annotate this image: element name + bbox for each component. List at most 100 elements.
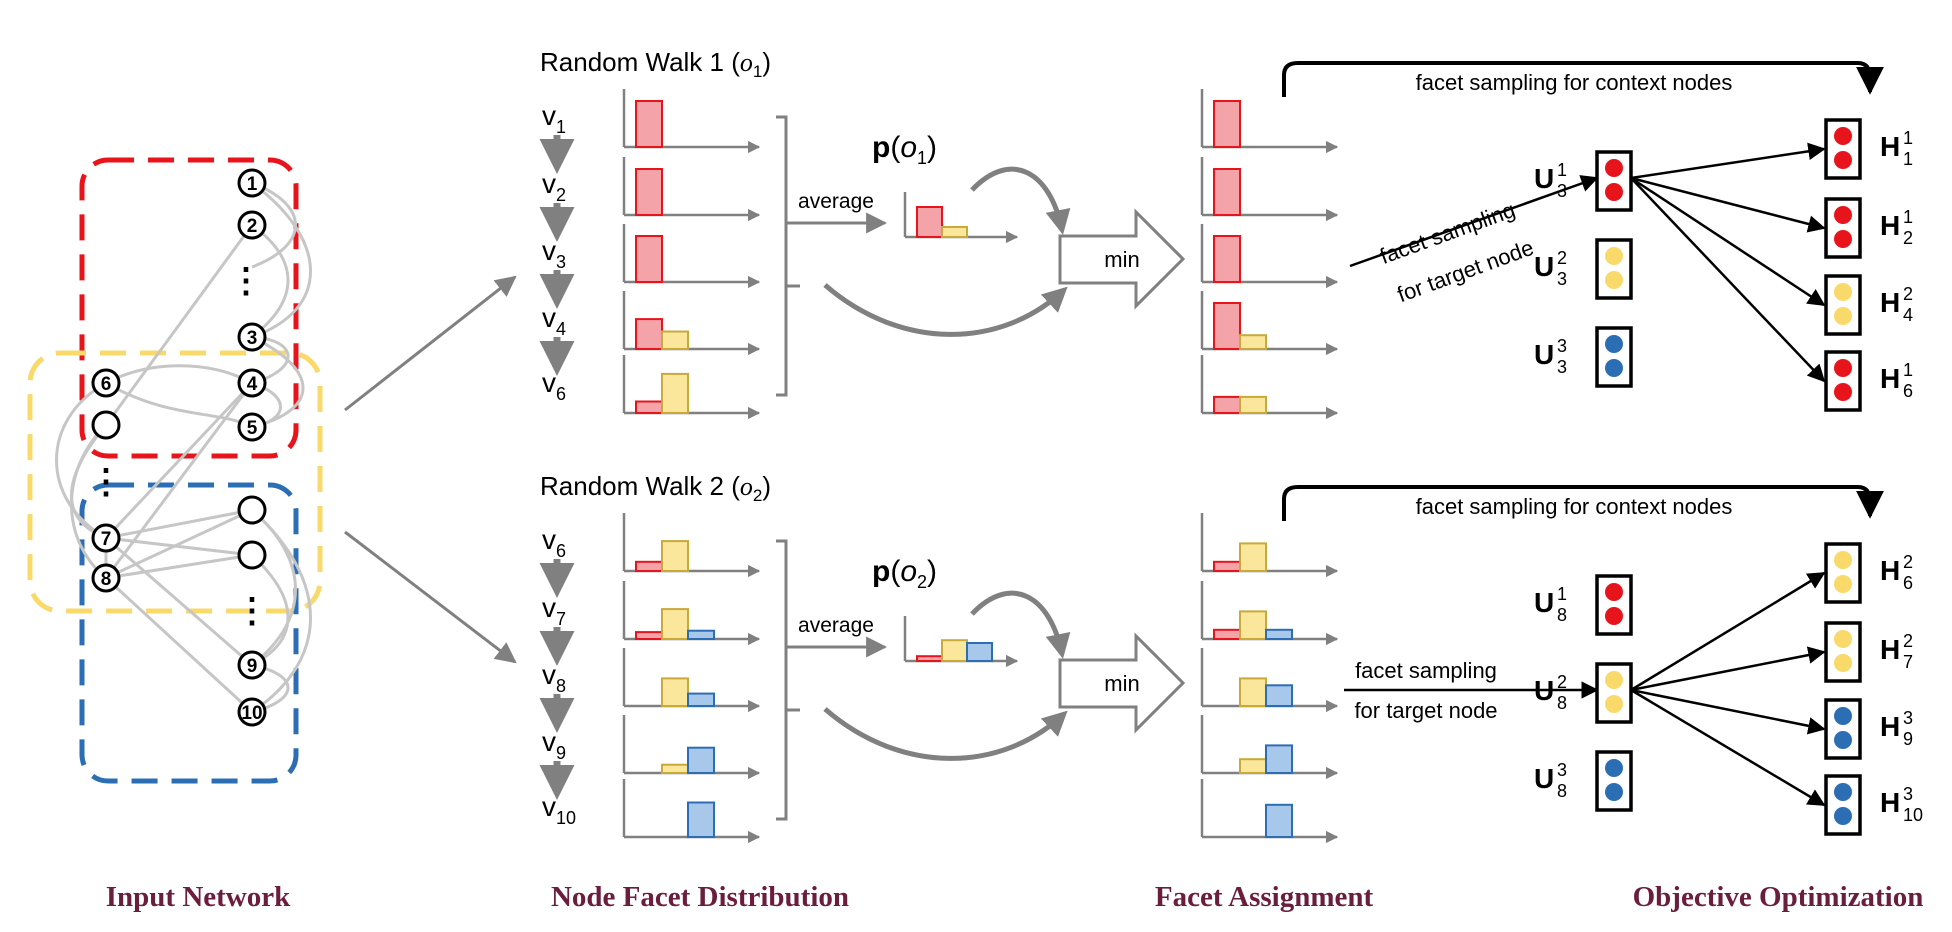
context-sampling-edge	[1630, 571, 1826, 692]
context-embedding-h-dot	[1834, 383, 1852, 401]
distribution-bar	[635, 168, 663, 216]
avg-to-min-arrow	[970, 166, 1071, 235]
walk-node-sub: 8	[556, 676, 566, 696]
p-close: )	[927, 555, 937, 588]
distribution-bar	[661, 608, 689, 640]
node-embedding-u-dot	[1605, 247, 1623, 265]
walk-node-label: v9	[542, 726, 566, 763]
distribution-bar	[661, 540, 689, 572]
avg-hist-bar	[916, 655, 943, 663]
assignment-bar	[1213, 302, 1241, 350]
u-label: U	[1534, 675, 1554, 706]
h-label-base: H	[1880, 634, 1900, 665]
p-bold: p	[872, 131, 890, 164]
h-label-base: H	[1880, 787, 1900, 818]
context-embedding-h-dot	[1834, 359, 1852, 377]
walk-title-prefix: Random Walk 1 (	[540, 47, 740, 77]
assignment-bar	[1213, 628, 1241, 640]
context-embedding-h-dot	[1834, 654, 1852, 672]
h-label-sub: 6	[1903, 573, 1913, 593]
node-embedding-u-dot	[1605, 271, 1623, 289]
context-embedding-h-dot	[1834, 230, 1852, 248]
avg-hist-bar	[916, 206, 943, 238]
avg-to-min-arrow	[970, 590, 1071, 659]
community-blue	[79, 482, 299, 784]
distribution-bar	[635, 235, 663, 283]
context-sampling-edge	[1630, 176, 1826, 307]
context-sampling-arrow	[1282, 485, 1884, 521]
walk-title-var: o	[740, 472, 753, 501]
walk-node-sub: 6	[556, 384, 566, 404]
node-label-3: 3	[247, 328, 258, 349]
context-embedding-h-dot	[1834, 206, 1852, 224]
average-label: average	[798, 614, 874, 637]
h-label-sub: 4	[1903, 305, 1913, 325]
walk-node-sub: 2	[556, 185, 566, 205]
u-label: U	[1534, 251, 1554, 282]
u-label-sup: 1	[1557, 584, 1567, 604]
walk-node-label: v7	[542, 592, 566, 629]
walk-node-v: v	[542, 100, 556, 131]
h-label: H	[1880, 210, 1900, 241]
u-label: U	[1534, 163, 1554, 194]
p-open: (	[890, 131, 900, 164]
walk-node-v: v	[542, 235, 556, 266]
u-label-base: U	[1534, 763, 1554, 794]
u-label: U	[1534, 339, 1554, 370]
h-label: H	[1880, 131, 1900, 162]
p-open: (	[890, 555, 900, 588]
node-circle-5	[237, 412, 267, 442]
node-embedding-u-dot	[1605, 335, 1623, 353]
node-embedding-u-dot	[1605, 695, 1623, 713]
distribution-bar	[687, 801, 715, 838]
assignment-bar	[1213, 395, 1241, 414]
node-embedding-u-dot	[1605, 671, 1623, 689]
node-label-1: 1	[247, 174, 258, 195]
p-average-label: p(o1)	[872, 131, 937, 168]
node-circle-unlabeled-3	[237, 540, 267, 570]
walk-title-suffix: )	[762, 471, 771, 501]
p-var: o	[900, 555, 917, 588]
u-label-sup: 3	[1557, 336, 1567, 356]
walk-node-label: v6	[542, 524, 566, 561]
h-label-sup: 3	[1903, 708, 1913, 728]
h-label: H	[1880, 287, 1900, 318]
context-embedding-h-dot	[1834, 283, 1852, 301]
context-sampling-edge	[1630, 688, 1826, 735]
distribution-bar	[635, 400, 663, 414]
node-label-2: 2	[247, 216, 258, 237]
average-label: average	[798, 190, 874, 213]
target-sampling-label-2: for target node	[1354, 698, 1497, 723]
u-label-base: U	[1534, 251, 1554, 282]
walk-bracket	[776, 539, 788, 821]
distribution-bar	[661, 372, 689, 414]
u-label-base: U	[1534, 163, 1554, 194]
context-embedding-h-dot	[1834, 307, 1852, 325]
u-label-sup: 2	[1557, 248, 1567, 268]
avg-hist-bar	[941, 639, 968, 663]
walk-node-v: v	[542, 367, 556, 398]
distribution-bar	[635, 631, 663, 640]
ellipsis-right-bottom: ⋮	[235, 593, 269, 630]
u-label-sub: 8	[1557, 781, 1567, 801]
u-label-base: U	[1534, 587, 1554, 618]
h-label-sub: 1	[1903, 149, 1913, 169]
h-label-sup: 1	[1903, 128, 1913, 148]
u-label-base: U	[1534, 675, 1554, 706]
assignment-bar	[1239, 542, 1267, 573]
distribution-bar	[661, 677, 689, 708]
walk-node-sub: 3	[556, 252, 566, 272]
context-embedding-h-dot	[1834, 575, 1852, 593]
context-sampling-arrow	[1282, 61, 1884, 97]
assignment-bar	[1265, 803, 1293, 838]
node-embedding-u-dot	[1605, 607, 1623, 625]
assignment-bar	[1265, 684, 1293, 707]
node-circle-unlabeled-1	[91, 410, 121, 440]
node-circle-2	[237, 210, 267, 240]
h-label-base: H	[1880, 210, 1900, 241]
walk-node-v: v	[542, 592, 556, 623]
h-label-base: H	[1880, 287, 1900, 318]
assignment-bar	[1239, 758, 1267, 775]
